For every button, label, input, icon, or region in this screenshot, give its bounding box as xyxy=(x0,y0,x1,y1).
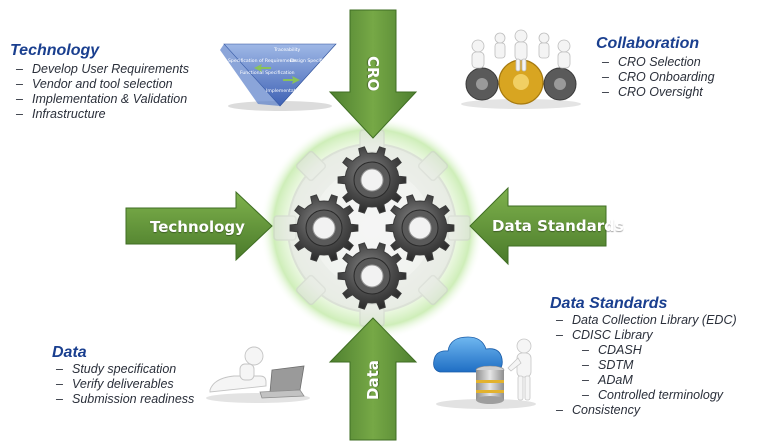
list-item: Infrastructure xyxy=(10,107,189,122)
list-item: Controlled terminology xyxy=(550,388,737,403)
v-model-pyramid-icon: Traceability Specification of Requiremen… xyxy=(220,43,337,111)
pyramid-label: Implementation xyxy=(266,88,303,94)
data-standards-panel: Data Standards Data Collection Library (… xyxy=(550,295,737,418)
collaboration-list: CRO Selection CRO Onboarding CRO Oversig… xyxy=(596,55,715,100)
background-gear-icon xyxy=(273,129,471,327)
cloud-database-person-icon xyxy=(433,336,536,409)
gear-icon xyxy=(337,146,407,214)
list-item: Data Collection Library (EDC) xyxy=(550,313,737,328)
list-item: SDTM xyxy=(550,358,737,373)
data-standards-list: Data Collection Library (EDC) CDISC Libr… xyxy=(550,313,737,418)
gears-cluster-icon xyxy=(289,146,455,310)
people-on-gears-icon xyxy=(461,29,581,109)
data-title: Data xyxy=(52,344,87,361)
pyramid-label: Specification of Requirements xyxy=(228,58,297,64)
collaboration-title: Collaboration xyxy=(596,35,700,52)
list-item: CDASH xyxy=(550,343,737,358)
pyramid-label: Design Specification xyxy=(290,58,337,64)
arrow-right xyxy=(469,186,607,266)
list-item: CDISC Library xyxy=(550,328,737,343)
list-item: Verify deliverables xyxy=(50,377,194,392)
list-item: CRO Oversight xyxy=(596,85,715,100)
list-item: ADaM xyxy=(550,373,737,388)
list-item: Vendor and tool selection xyxy=(10,77,189,92)
arrow-left xyxy=(125,190,273,262)
list-item: CRO Selection xyxy=(596,55,715,70)
gear-icon xyxy=(337,242,407,310)
data-list: Study specification Verify deliverables … xyxy=(50,362,194,407)
pyramid-label: Traceability xyxy=(273,47,301,53)
pyramid-label: Functional Specification xyxy=(240,70,295,76)
technology-title: Technology xyxy=(10,42,100,59)
gear-icon xyxy=(385,194,455,262)
list-item: Develop User Requirements xyxy=(10,62,189,77)
list-item: CRO Onboarding xyxy=(596,70,715,85)
data-panel: Data Study specification Verify delivera… xyxy=(50,344,194,407)
data-standards-title: Data Standards xyxy=(550,295,668,312)
technology-list: Develop User Requirements Vendor and too… xyxy=(10,62,189,122)
technology-panel: Technology Develop User Requirements Ven… xyxy=(10,42,189,122)
person-with-laptop-icon xyxy=(206,346,310,403)
list-item: Study specification xyxy=(50,362,194,377)
gear-icon xyxy=(289,194,359,262)
list-item: Consistency xyxy=(550,403,737,418)
collaboration-panel: Collaboration CRO Selection CRO Onboardi… xyxy=(596,35,715,100)
arrow-label-data-standards: Data Standards xyxy=(492,217,624,235)
arrow-top xyxy=(328,9,418,139)
arrow-bottom xyxy=(328,317,418,441)
list-item: Submission readiness xyxy=(50,392,194,407)
arrow-label-cro: CRO xyxy=(364,56,382,92)
arrow-label-data: Data xyxy=(364,360,382,400)
arrow-label-technology: Technology xyxy=(150,218,245,236)
list-item: Implementation & Validation xyxy=(10,92,189,107)
